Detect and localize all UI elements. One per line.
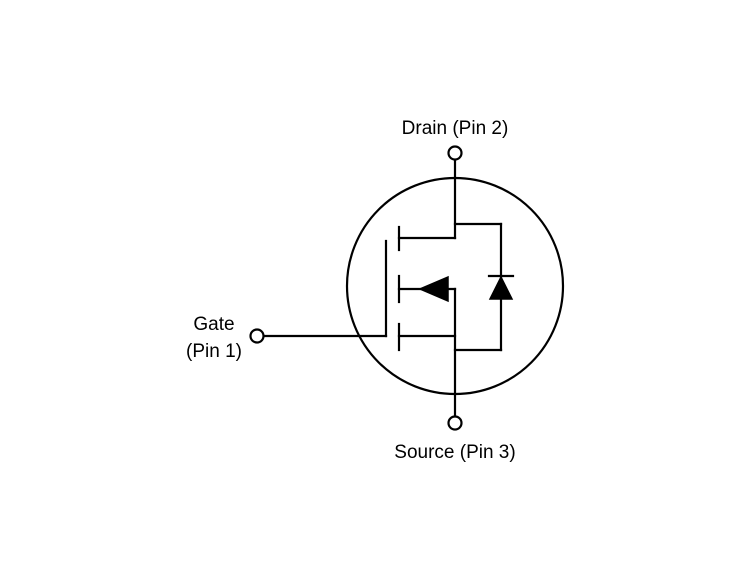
source-label: Source (Pin 3): [394, 442, 515, 463]
body-arrow-icon: [418, 275, 449, 303]
gate-pin-terminal: [249, 328, 265, 344]
diode-icon: [488, 275, 514, 300]
drain-label: Drain (Pin 2): [402, 118, 509, 139]
gate-pin-label: (Pin 1): [186, 341, 242, 362]
source-pin-terminal: [447, 415, 463, 431]
drain-pin-terminal: [447, 145, 463, 161]
gate-label: Gate: [193, 314, 234, 335]
